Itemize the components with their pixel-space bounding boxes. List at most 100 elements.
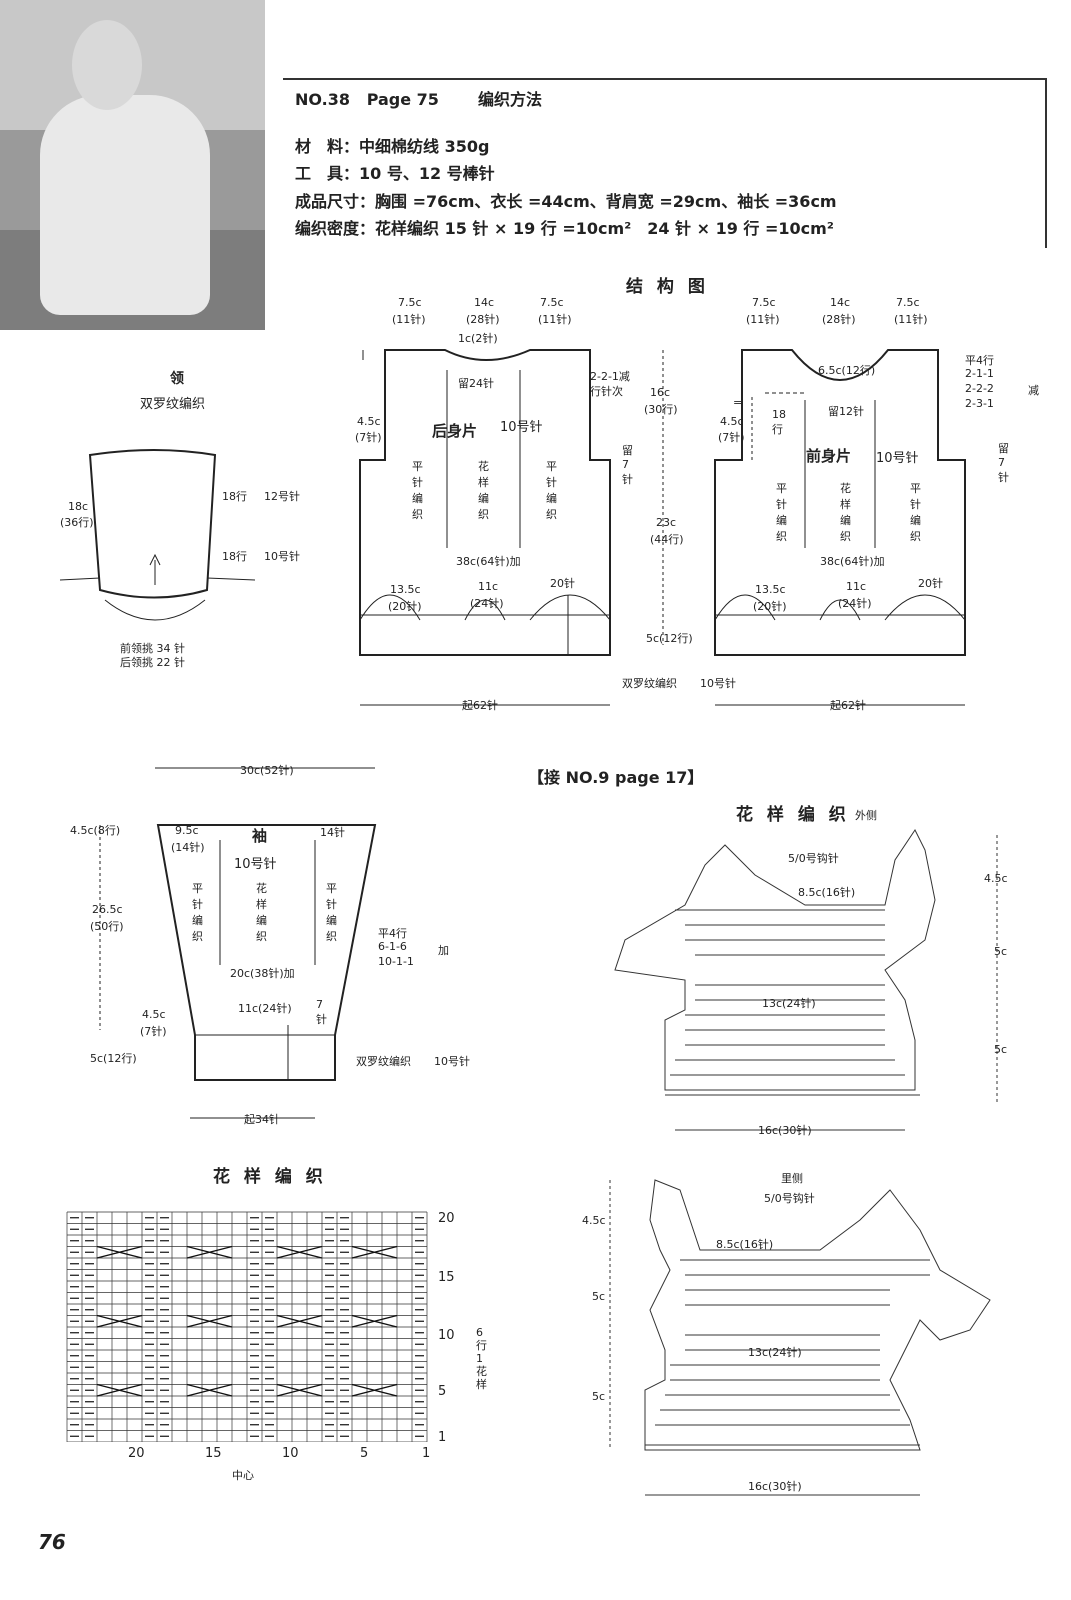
front-neck: 6.5c(12行) (818, 364, 876, 377)
collar-front-pickup: 前领挑 34 针 (120, 642, 185, 655)
collar-title: 领 (170, 371, 184, 387)
front-w2-st: (28针) (822, 313, 856, 326)
crochet-outer-hook: 5/0号钩针 (788, 852, 839, 865)
back-piece-diagram (359, 349, 664, 706)
back-neck: 1c(2针) (458, 332, 498, 345)
back-col-plain-left: 平针编织 (412, 460, 423, 521)
chart-row-10: 10 (438, 1328, 455, 1343)
page-ref: Page 75 (366, 90, 439, 109)
back-b2-st: (24针) (470, 597, 504, 610)
sleeve-inc: 加 (438, 944, 449, 957)
chart-col-20: 20 (128, 1446, 145, 1461)
crochet-reference: 【接 NO.9 page 17】 (528, 768, 704, 787)
collar-back-pickup: 后领挑 22 针 (120, 656, 185, 669)
front-w3-st: (11针) (894, 313, 928, 326)
front-keep: 留12针 (828, 405, 864, 418)
back-title: 后身片 (432, 422, 478, 440)
sleeve-len: 26.5c (92, 903, 123, 916)
crochet-title: 花 样 编 织 (736, 805, 850, 825)
back-w2-st: (28针) (466, 313, 500, 326)
sleeve-len-rows: (50行) (90, 920, 124, 933)
front-b1-st: (20针) (753, 600, 787, 613)
crochet-inner-top-w: 8.5c(16针) (716, 1238, 774, 1251)
front-rib: 双罗纹编织 (622, 677, 677, 690)
collar-top-rows: 18行 (222, 490, 247, 503)
back-inc: 38c(64针)加 (456, 555, 521, 568)
chart-title: 花 样 编 织 (213, 1167, 327, 1187)
front-piece-diagram (714, 349, 966, 706)
front-b2-st: (24针) (838, 597, 872, 610)
collar-bottom-rows: 18行 (222, 550, 247, 563)
collar-left-label: 18c (68, 500, 89, 513)
back-armhole: 4.5c (357, 415, 381, 428)
front-armhole: 4.5c (720, 415, 744, 428)
sleeve-rib: 双罗纹编织 (356, 1055, 411, 1068)
sleeve-cast-on: 起34针 (244, 1113, 280, 1126)
front-w3: 7.5c (896, 296, 920, 309)
back-w3-st: (11针) (538, 313, 572, 326)
chart-col-15: 15 (205, 1446, 222, 1461)
front-needle: 10号针 (876, 451, 919, 466)
front-eq: = (733, 396, 743, 409)
front-b1: 13.5c (755, 583, 786, 596)
chart-col-1: 1 (422, 1446, 431, 1461)
crochet-outer-bot-w: 16c(30针) (758, 1124, 812, 1137)
back-w3: 7.5c (540, 296, 564, 309)
crochet-outer: 外侧 (855, 809, 877, 822)
structure-title: 结 构 图 (626, 277, 709, 297)
front-inc: 38c(64针)加 (820, 555, 885, 568)
back-stay: 留7针 (622, 444, 633, 486)
size-line: 成品尺寸：胸围 =76cm、衣长 =44cm、背肩宽 =29cm、袖长 =36c… (295, 192, 837, 211)
chart-col-10: 10 (282, 1446, 299, 1461)
sleeve-title: 袖 (252, 827, 268, 845)
crochet-inner-h2: 5c (592, 1290, 606, 1303)
front-b3: 20针 (918, 577, 943, 590)
sleeve-i1: 6-1-6 (378, 940, 407, 953)
back-b2: 11c (478, 580, 499, 593)
sleeve-b2: 11c(24针) (238, 1002, 292, 1015)
crochet-outer-diagram (614, 829, 998, 1131)
sleeve-col-plain-right: 平针编织 (326, 882, 337, 943)
crochet-outer-h3: 5c (994, 1043, 1008, 1056)
front-d1: 2-1-1 (965, 367, 994, 380)
back-h2-rows: (44行) (650, 533, 684, 546)
front-stay: 留7针 (998, 442, 1009, 484)
back-w1: 7.5c (398, 296, 422, 309)
sleeve-b1-st: (7针) (140, 1025, 167, 1038)
sleeve-mid: 20c(38针)加 (230, 967, 295, 980)
crochet-inner-bot-w: 16c(30针) (748, 1480, 802, 1493)
knitting-chart-grid (66, 1211, 428, 1442)
collar-bottom-needle: 10号针 (264, 550, 300, 563)
chart-row-15: 15 (438, 1270, 455, 1285)
back-keep: 留24针 (458, 377, 494, 390)
sleeve-col-plain-left: 平针编织 (192, 882, 203, 943)
child-sweater-photo (0, 0, 265, 330)
method-title: 编织方法 (477, 90, 542, 109)
collar-left-rows: (36行) (60, 516, 94, 529)
back-cast-on: 起62针 (462, 699, 498, 712)
back-needle: 10号针 (500, 420, 543, 435)
front-title: 前身片 (806, 447, 852, 465)
front-flat: 平4行 (965, 354, 994, 367)
sleeve-col-pattern: 花样编织 (256, 882, 267, 943)
chart-row-5: 5 (438, 1384, 447, 1399)
front-dec: 减 (1028, 384, 1039, 397)
crochet-inner-hook: 5/0号钩针 (764, 1192, 815, 1205)
front-w1: 7.5c (752, 296, 776, 309)
collar-top-needle: 12号针 (264, 490, 300, 503)
front-d3: 2-3-1 (965, 397, 994, 410)
back-h1-rows: (30行) (644, 403, 678, 416)
crochet-inner: 里侧 (781, 1172, 803, 1185)
gauge-line: 编织密度：花样编织 15 针 × 19 行 =10cm² 24 针 × 19 行… (295, 219, 834, 238)
front-armhole-st: (7针) (718, 431, 745, 444)
back-armhole-st: (7针) (355, 431, 382, 444)
chart-col-5: 5 (360, 1446, 369, 1461)
pattern-header: NO.38 Page 75 编织方法 (295, 86, 542, 110)
crochet-inner-mid-w: 13c(24针) (748, 1346, 802, 1359)
back-b3: 20针 (550, 577, 575, 590)
crochet-inner-diagram (609, 1179, 991, 1496)
back-w2: 14c (474, 296, 495, 309)
instructions-box: NO.38 Page 75 编织方法 材 料：中细棉纺线 350g 工 具：10… (283, 78, 1047, 248)
page-number: 76 (38, 1530, 66, 1554)
front-w2: 14c (830, 296, 851, 309)
